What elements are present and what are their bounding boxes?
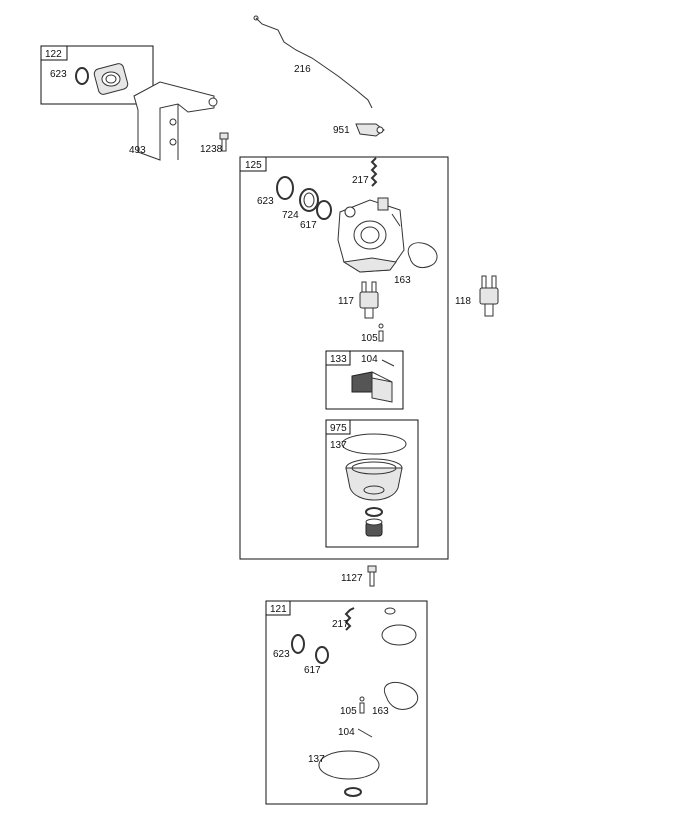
part-216-label: 216 (294, 64, 311, 75)
kit-122-label: 122 (45, 49, 62, 60)
kit-122-group: 122 623 (40, 45, 154, 105)
part-163-label-kit125: 163 (394, 275, 411, 286)
part-105-pin-kit121 (359, 696, 365, 714)
kit-122-box (40, 45, 154, 105)
part-137-label-kit975: 137 (330, 440, 347, 451)
part-724-ring (299, 188, 319, 212)
kit-975-box (325, 419, 419, 548)
bowl-nut-drawing (365, 518, 383, 537)
part-104-label-kit133: 104 (361, 354, 378, 365)
part-133-float-drawing (351, 371, 393, 403)
kit-121-box (265, 600, 428, 805)
kit-121-label: 121 (270, 604, 287, 615)
part-617-label-kit125: 617 (300, 220, 317, 231)
small-washer-kit121 (384, 607, 396, 615)
part-951-lever-drawing (355, 123, 385, 137)
kit-133-box (325, 350, 404, 410)
part-724-label: 724 (282, 210, 299, 221)
part-217-spring-kit125 (370, 157, 378, 187)
part-217-label-kit121: 217 (332, 619, 349, 630)
part-617-label-kit121: 617 (304, 665, 321, 676)
part-217-label-kit125: 217 (352, 175, 369, 186)
part-623-oring-kit121 (291, 634, 305, 654)
part-1238-label: 1238 (200, 144, 223, 155)
part-623-oring-kit125 (276, 176, 294, 200)
part-137-label-kit121: 137 (308, 754, 325, 765)
part-104-label-kit121: 104 (338, 727, 355, 738)
part-217-spring-kit121 (344, 607, 355, 631)
kit-122-tab (40, 45, 68, 61)
part-724-inner (303, 192, 315, 208)
kit-121-tab (265, 600, 291, 616)
part-118-solenoid-drawing (479, 275, 499, 317)
part-623-label-kit125: 623 (257, 196, 274, 207)
part-122-adapter-drawing (93, 63, 129, 95)
part-163-label-kit121: 163 (372, 706, 389, 717)
part-617-oring-kit125 (316, 200, 332, 220)
kit-133-group: 133 104 (325, 350, 404, 410)
kit-121-group: 121 217 623 617 163 105 104 137 (265, 600, 428, 805)
part-216-link-drawing (253, 15, 373, 109)
part-117-solenoid-drawing (359, 281, 379, 319)
kit-125-label: 125 (245, 160, 262, 171)
carburetor-body-drawing (337, 197, 405, 273)
kit-133-tab (325, 350, 351, 366)
part-137-gasket-kit121 (318, 750, 380, 780)
large-gasket-kit121 (381, 624, 417, 646)
part-117-label: 117 (338, 296, 354, 307)
part-1238-screw-drawing (219, 132, 229, 152)
part-493-label: 493 (129, 145, 146, 156)
kit-133-label: 133 (330, 354, 347, 365)
part-623-oring-kit122 (75, 67, 89, 85)
kit-975-tab (325, 419, 351, 435)
bowl-oring-drawing (365, 507, 383, 517)
part-617-oring-kit121 (315, 646, 329, 664)
kit-125-tab (239, 156, 267, 172)
float-bowl-drawing (345, 458, 403, 501)
part-118-label: 118 (455, 296, 471, 307)
kit-125-box (239, 156, 449, 560)
part-104-pin-kit133 (381, 359, 395, 367)
part-1127-label: 1127 (341, 573, 363, 584)
part-105-label-kit121: 105 (340, 706, 357, 717)
part-105-pin-kit125 (378, 323, 384, 342)
part-104-pin-kit121 (357, 728, 373, 738)
kit-975-group: 975 137 (325, 419, 419, 548)
part-163-gasket-kit125 (407, 242, 438, 269)
part-623-label-kit122: 623 (50, 69, 67, 80)
part-1127-bolt-drawing (367, 565, 377, 587)
part-163-gasket-kit121 (384, 682, 419, 710)
part-493-bracket-drawing (133, 81, 218, 161)
kit-975-label: 975 (330, 423, 347, 434)
bowl-oring-kit121 (344, 787, 362, 797)
kit-125-group: 125 217 623 724 617 163 (239, 156, 449, 560)
part-137-gasket-kit975 (341, 433, 407, 455)
part-105-label-kit125: 105 (361, 333, 378, 344)
part-951-label: 951 (333, 125, 350, 136)
part-623-label-kit121: 623 (273, 649, 290, 660)
